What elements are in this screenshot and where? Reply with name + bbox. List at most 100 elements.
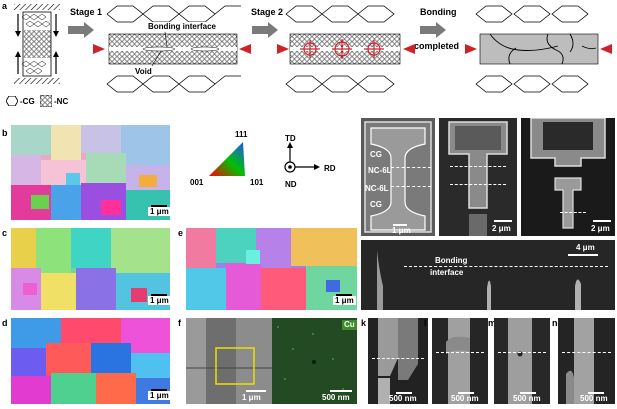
ebsd-map-d (11, 318, 170, 404)
scalebar-k-label: 500 nm (389, 394, 417, 403)
sem-image-n (558, 318, 615, 404)
g-layer-cg-top: CG (370, 150, 382, 159)
eds-element-badge: Cu (342, 320, 357, 330)
sem-image-h (439, 118, 517, 236)
tem-image-f (186, 318, 272, 404)
scalebar-j-line (568, 254, 598, 256)
sem-image-k (368, 318, 428, 404)
completed-label: completed (414, 41, 460, 51)
bonding-interface-label: Bonding interface (148, 22, 217, 31)
n-dash (562, 352, 611, 353)
panel-label-a: a (2, 1, 8, 11)
ipf-label-101: 101 (250, 178, 264, 187)
red-arrow-left-1-icon (93, 44, 105, 54)
scalebar-f-right-line (330, 390, 352, 392)
scalebar-c-label: 1 μm (148, 296, 171, 305)
scalebar-n-line (588, 392, 604, 394)
g-layer-cg-bottom: CG (370, 200, 382, 209)
stage1-label: Stage 1 (70, 7, 103, 17)
panel-label-m: m (488, 318, 497, 328)
eds-map-f (272, 318, 357, 404)
scalebar-n-label: 500 nm (580, 394, 608, 403)
pillar-sketch (14, 4, 60, 84)
sem-image-j (361, 240, 615, 310)
panel-label-l: l (424, 318, 427, 328)
h-dash-1 (450, 166, 506, 167)
ipf-triangle (207, 140, 247, 178)
h-dash-2 (450, 184, 506, 185)
j-annotation-line2: interface (430, 268, 464, 277)
l-dash (436, 352, 484, 353)
red-arrow-right-1-icon (239, 44, 251, 54)
scalebar-h-line (494, 220, 512, 222)
legend-nc-icon (40, 95, 52, 107)
scalebar-m-label: 500 nm (513, 394, 541, 403)
axis-label-nd: ND (285, 180, 297, 189)
scalebar-l-line (458, 392, 474, 394)
ebsd-map-b (11, 125, 170, 220)
void-label: Void (135, 67, 152, 76)
i-dash (560, 212, 586, 213)
stage2-label: Stage 2 (251, 7, 284, 17)
panel-label-b: b (2, 128, 8, 138)
j-dash (404, 266, 608, 267)
schematic-stage2 (282, 4, 407, 94)
k-dash (372, 358, 424, 359)
axis-label-rd: RD (324, 164, 336, 173)
j-annotation-line1: Bonding (435, 256, 468, 265)
panel-label-f: f (178, 318, 181, 328)
scalebar-e-label: 1 μm (333, 296, 356, 305)
schematic-stage1 (97, 4, 247, 94)
g-layer-nc-bottom: NC-6L (365, 184, 389, 193)
red-arrow-right-2-icon (403, 44, 415, 54)
scalebar-d-line (151, 389, 167, 391)
g-layer-nc-top: NC-6L (368, 166, 392, 175)
scalebar-i-label: 2 μm (591, 224, 610, 233)
panel-label-d: d (2, 318, 8, 328)
stage2-arrow-icon (252, 22, 278, 38)
bonding-label: Bonding (420, 7, 457, 17)
panel-label-c: c (2, 228, 8, 238)
legend-cg-label: -CG (20, 97, 35, 106)
scalebar-f-left-label: 1 μm (242, 393, 261, 402)
g-dash-1 (391, 167, 431, 168)
sem-image-g (361, 118, 435, 236)
sem-image-m (494, 318, 550, 404)
scalebar-m-line (520, 392, 536, 394)
scalebar-d-label: 1 μm (148, 391, 171, 400)
red-arrow-left-3-icon (465, 44, 477, 54)
ipf-label-001: 001 (190, 178, 204, 187)
scalebar-h-label: 2 μm (492, 224, 511, 233)
scalebar-f-right-label: 500 nm (322, 393, 350, 402)
axes-icon (280, 142, 325, 177)
red-arrow-right-3-icon (600, 44, 612, 54)
scalebar-l-label: 500 nm (451, 394, 479, 403)
bonding-arrow-icon (420, 22, 446, 38)
legend-nc-label: -NC (54, 97, 69, 106)
scalebar-b-label: 1 μm (148, 207, 171, 216)
scalebar-k-line (396, 392, 412, 394)
ipf-label-111: 111 (235, 130, 248, 139)
scalebar-c-line (151, 294, 167, 296)
scalebar-f-left-line (246, 390, 266, 392)
scalebar-e-line (336, 294, 352, 296)
scalebar-i-line (593, 220, 611, 222)
panel-label-e: e (178, 228, 184, 238)
m-dash (498, 352, 546, 353)
schematic-completed (470, 4, 605, 94)
legend-cg-icon (6, 96, 18, 106)
sem-image-l (432, 318, 488, 404)
ebsd-map-e (186, 228, 357, 310)
scalebar-b-line (151, 205, 167, 207)
g-dash-2 (391, 186, 431, 187)
scalebar-j-label: 4 μm (576, 243, 595, 252)
axis-label-td: TD (285, 134, 296, 143)
panel-label-k: k (361, 318, 367, 328)
scalebar-g-line (393, 224, 407, 226)
sem-image-i (521, 118, 615, 236)
stage1-arrow-icon (68, 22, 94, 38)
red-arrow-left-2-icon (277, 44, 289, 54)
scalebar-g-label: 1 μm (392, 226, 411, 235)
panel-label-n: n (552, 318, 558, 328)
ebsd-map-c (11, 228, 170, 310)
